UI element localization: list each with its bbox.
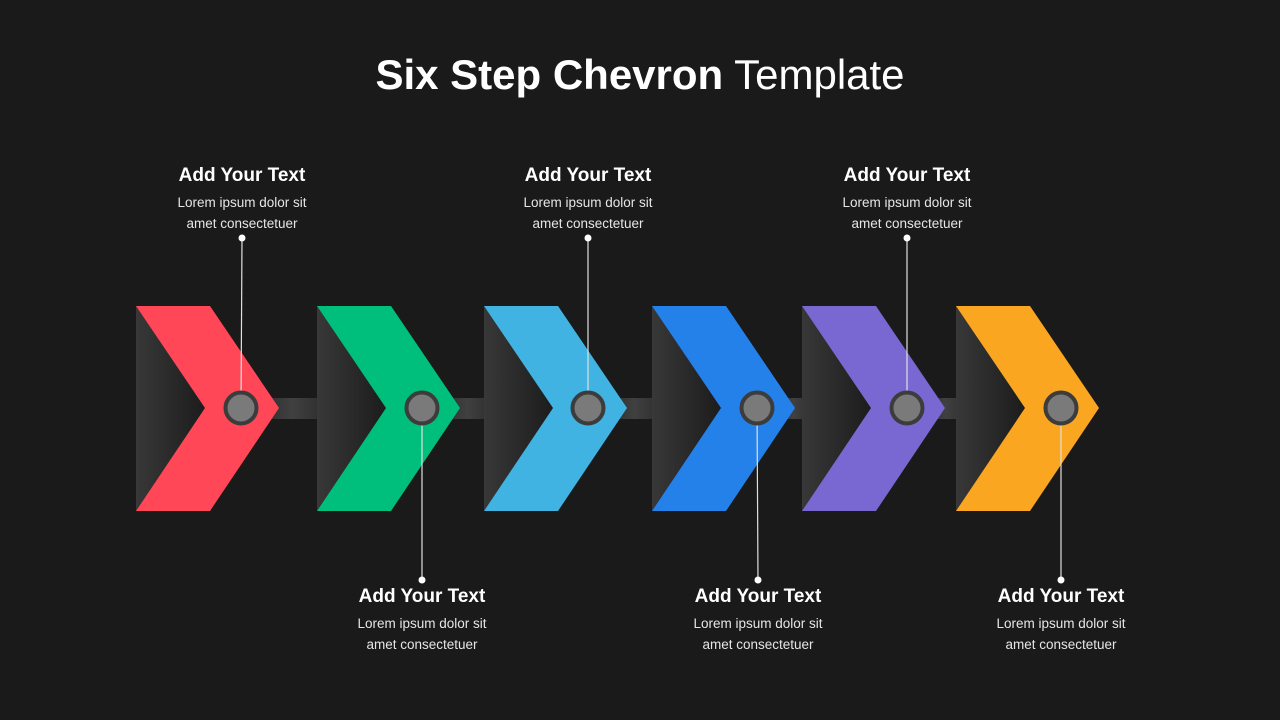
step-4-label: Add Your Text Lorem ipsum dolor sit amet… xyxy=(658,586,858,655)
step-heading: Add Your Text xyxy=(178,165,306,186)
title-bold-part: Six Step Chevron xyxy=(375,51,724,98)
chevron-6 xyxy=(956,306,1099,511)
chevron-shadow-1 xyxy=(136,306,205,511)
description-line: Lorem ipsum dolor sit xyxy=(996,616,1126,631)
description-line: amet consectetuer xyxy=(366,637,478,652)
leader-dot-1 xyxy=(238,234,246,242)
description-line: amet consectetuer xyxy=(186,216,298,231)
description-line: amet consectetuer xyxy=(851,216,963,231)
description-line: Lorem ipsum dolor sit xyxy=(693,616,823,631)
step-description: Lorem ipsum dolor sit amet consectetuer xyxy=(658,613,858,655)
chevron-4 xyxy=(652,306,795,511)
step-description: Lorem ipsum dolor sit amet consectetuer xyxy=(488,192,688,234)
chevron-shadow-4 xyxy=(652,306,721,511)
chevron-shadow-6 xyxy=(956,306,1025,511)
leader-line-1 xyxy=(240,237,243,409)
step-description: Lorem ipsum dolor sit amet consectetuer xyxy=(142,192,342,234)
slide-title: Six Step Chevron Template xyxy=(0,46,1280,104)
description-line: Lorem ipsum dolor sit xyxy=(357,616,487,631)
step-1 xyxy=(136,234,279,511)
leader-dot-3 xyxy=(584,234,592,242)
step-description: Lorem ipsum dolor sit amet consectetuer xyxy=(961,613,1161,655)
step-node-5 xyxy=(889,390,925,426)
step-heading: Add Your Text xyxy=(358,586,486,607)
chevron-3 xyxy=(484,306,627,511)
title-normal-part: Template xyxy=(734,51,905,98)
leader-dot-6 xyxy=(1057,576,1065,584)
step-description: Lorem ipsum dolor sit amet consectetuer xyxy=(322,613,522,655)
step-node-4 xyxy=(739,390,775,426)
step-6 xyxy=(956,306,1099,584)
step-heading: Add Your Text xyxy=(843,165,971,186)
step-3-label: Add Your Text Lorem ipsum dolor sit amet… xyxy=(488,165,688,234)
step-5 xyxy=(802,234,945,511)
step-2-label: Add Your Text Lorem ipsum dolor sit amet… xyxy=(322,586,522,655)
description-line: Lorem ipsum dolor sit xyxy=(842,195,972,210)
chevron-shadow-3 xyxy=(484,306,553,511)
step-node-3 xyxy=(570,390,606,426)
chevron-shadow-2 xyxy=(317,306,386,511)
step-6-label: Add Your Text Lorem ipsum dolor sit amet… xyxy=(961,586,1161,655)
step-heading: Add Your Text xyxy=(694,586,822,607)
step-node-6 xyxy=(1043,390,1079,426)
description-line: amet consectetuer xyxy=(702,637,814,652)
leader-dot-4 xyxy=(754,576,762,584)
leader-dot-2 xyxy=(418,576,426,584)
chevron-2 xyxy=(317,306,460,511)
description-line: amet consectetuer xyxy=(532,216,644,231)
step-4 xyxy=(652,306,795,584)
step-heading: Add Your Text xyxy=(997,586,1125,607)
chevron-1 xyxy=(136,306,279,511)
step-heading: Add Your Text xyxy=(524,165,652,186)
step-node-2 xyxy=(404,390,440,426)
step-5-label: Add Your Text Lorem ipsum dolor sit amet… xyxy=(807,165,1007,234)
step-2 xyxy=(317,306,460,584)
description-line: Lorem ipsum dolor sit xyxy=(177,195,307,210)
description-line: Lorem ipsum dolor sit xyxy=(523,195,653,210)
leader-line-4 xyxy=(756,407,759,581)
chevron-shadow-5 xyxy=(802,306,871,511)
step-node-1 xyxy=(223,390,259,426)
description-line: amet consectetuer xyxy=(1005,637,1117,652)
step-1-label: Add Your Text Lorem ipsum dolor sit amet… xyxy=(142,165,342,234)
step-description: Lorem ipsum dolor sit amet consectetuer xyxy=(807,192,1007,234)
step-3 xyxy=(484,234,627,511)
leader-dot-5 xyxy=(903,234,911,242)
chevron-5 xyxy=(802,306,945,511)
